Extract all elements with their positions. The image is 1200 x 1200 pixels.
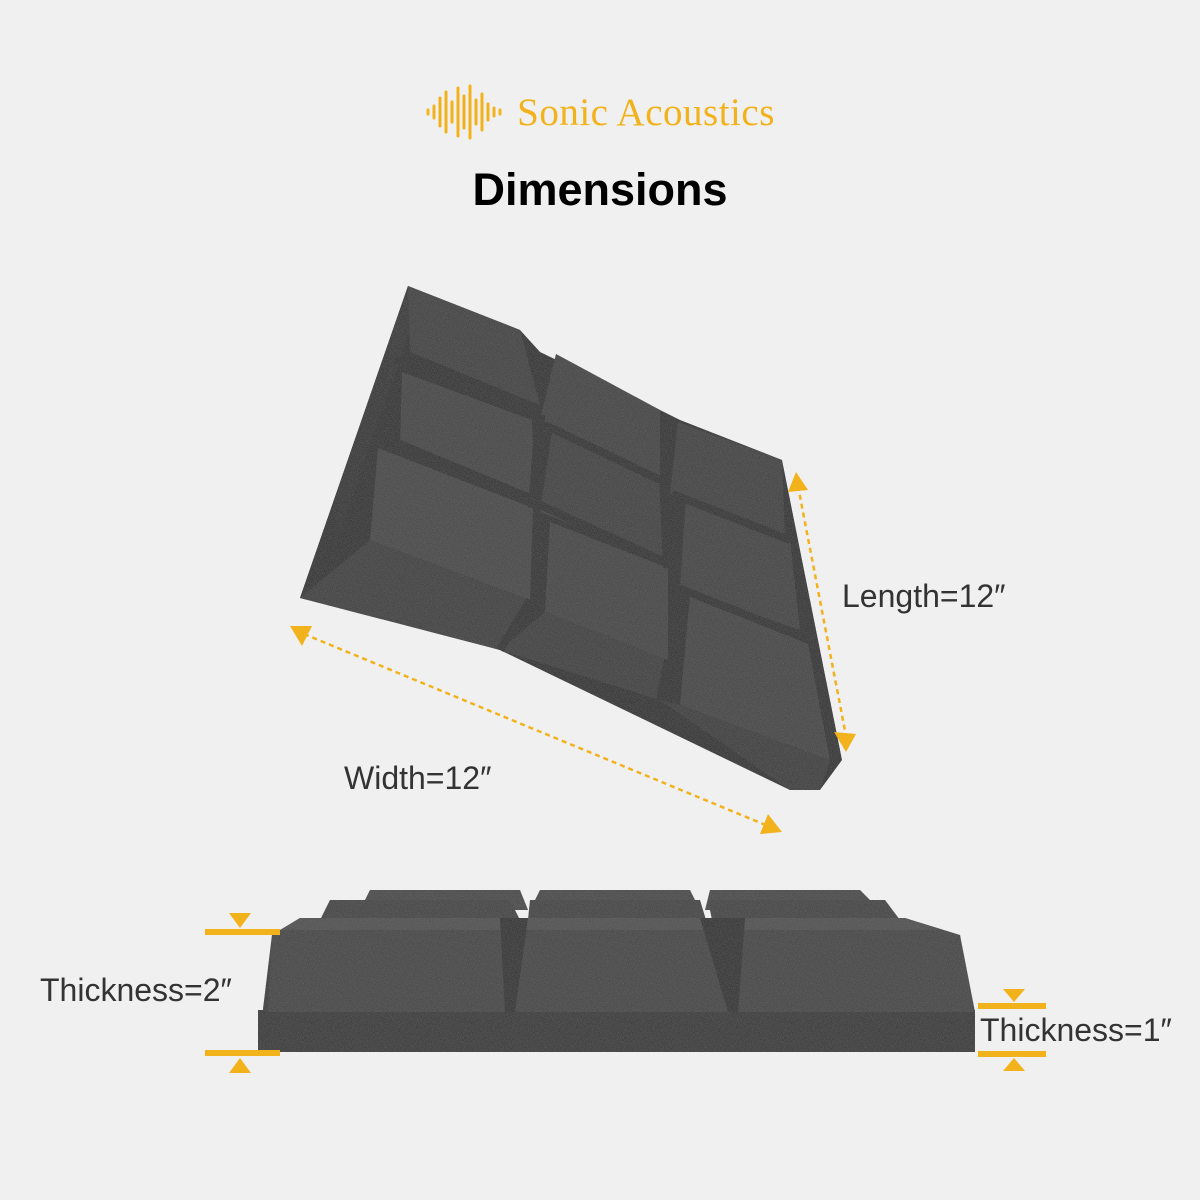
brand-name: Sonic Acoustics [517, 90, 775, 134]
thickness-max-marker [205, 913, 280, 1073]
length-label: Length=12″ [842, 578, 1006, 614]
thickness-max-label: Thickness=2″ [40, 972, 232, 1008]
sound-wave-icon [426, 84, 502, 140]
brand-header: Sonic Acoustics [0, 82, 1200, 142]
width-label: Width=12″ [344, 760, 492, 796]
thickness-min-marker [978, 989, 1046, 1071]
foam-panel-side [258, 890, 975, 1052]
page-title: Dimensions [472, 164, 728, 215]
length-arrow [788, 472, 856, 752]
thickness-min-label: Thickness=1″ [980, 1012, 1172, 1048]
foam-panel-angled [300, 286, 842, 790]
width-arrow [290, 626, 782, 834]
